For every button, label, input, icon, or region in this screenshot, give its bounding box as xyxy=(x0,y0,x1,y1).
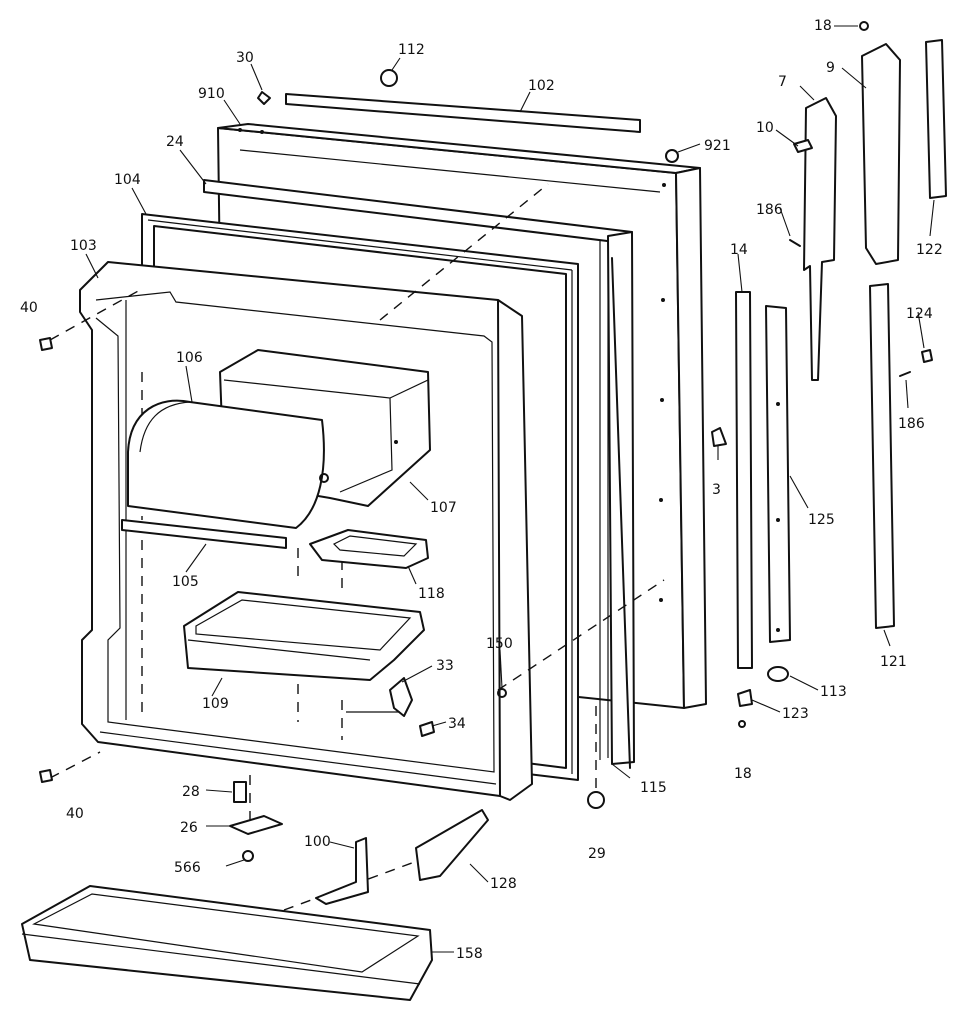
callout-113: 113 xyxy=(820,684,847,700)
callout-33: 33 xyxy=(436,658,454,674)
callout-104: 104 xyxy=(114,172,141,188)
callout-122: 122 xyxy=(916,242,943,258)
callout-158: 158 xyxy=(456,946,483,962)
callout-107: 107 xyxy=(430,500,457,516)
callout-102: 102 xyxy=(528,78,555,94)
callout-26: 26 xyxy=(180,820,198,836)
callout-7: 7 xyxy=(778,74,787,90)
plug-921 xyxy=(665,149,679,163)
callout-100: 100 xyxy=(304,834,331,850)
bumper-top xyxy=(39,337,53,351)
callout-109: 109 xyxy=(202,696,229,712)
callout-106: 106 xyxy=(176,350,203,366)
callout-3: 3 xyxy=(712,482,721,498)
alignment-lines xyxy=(49,183,665,911)
callout-40-bottom: 40 xyxy=(66,806,84,822)
callout-18-bottom: 18 xyxy=(734,766,752,782)
plug-150 xyxy=(497,688,507,698)
bottom-door-bin xyxy=(21,885,433,1001)
callout-186-top: 186 xyxy=(756,202,783,218)
callout-24: 24 xyxy=(166,134,184,150)
bottom-hinge-parts xyxy=(229,781,283,862)
callout-28: 28 xyxy=(182,784,200,800)
top-trim-strip xyxy=(285,93,641,133)
callout-150: 150 xyxy=(486,636,513,652)
callout-566: 566 xyxy=(174,860,201,876)
callout-34: 34 xyxy=(448,716,466,732)
callout-124: 124 xyxy=(906,306,933,322)
door-stop-bracket xyxy=(315,837,369,905)
callout-105: 105 xyxy=(172,574,199,590)
callout-115: 115 xyxy=(640,780,667,796)
callout-125: 125 xyxy=(808,512,835,528)
small-hardware xyxy=(39,69,679,809)
callout-910: 910 xyxy=(198,86,225,102)
callout-10: 10 xyxy=(756,120,774,136)
callout-112: 112 xyxy=(398,42,425,58)
callout-123: 123 xyxy=(782,706,809,722)
egg-tray xyxy=(309,529,429,569)
screw-30 xyxy=(257,91,271,105)
plug-29 xyxy=(587,791,605,809)
callout-103: 103 xyxy=(70,238,97,254)
callout-9: 9 xyxy=(826,60,835,76)
right-side-hardware xyxy=(611,21,947,769)
callout-18-top: 18 xyxy=(814,18,832,34)
hinge-cover xyxy=(415,809,489,881)
cap-112 xyxy=(380,69,398,87)
callout-14: 14 xyxy=(730,242,748,258)
callout-121: 121 xyxy=(880,654,907,670)
callout-118: 118 xyxy=(418,586,445,602)
leader-lines xyxy=(85,25,935,953)
shelf-trim-strip xyxy=(121,519,287,549)
callout-186-right: 186 xyxy=(898,416,925,432)
door-latch xyxy=(346,677,435,737)
callout-29: 29 xyxy=(588,846,606,862)
dairy-door xyxy=(127,399,329,529)
door-shelf-bin xyxy=(183,591,425,681)
callout-128: 128 xyxy=(490,876,517,892)
callout-30: 30 xyxy=(236,50,254,66)
callout-921: 921 xyxy=(704,138,731,154)
callout-labels: 30 112 102 910 921 24 104 103 40 40 106 … xyxy=(20,18,943,962)
callout-40-top: 40 xyxy=(20,300,38,316)
bumper-bottom xyxy=(39,769,53,783)
